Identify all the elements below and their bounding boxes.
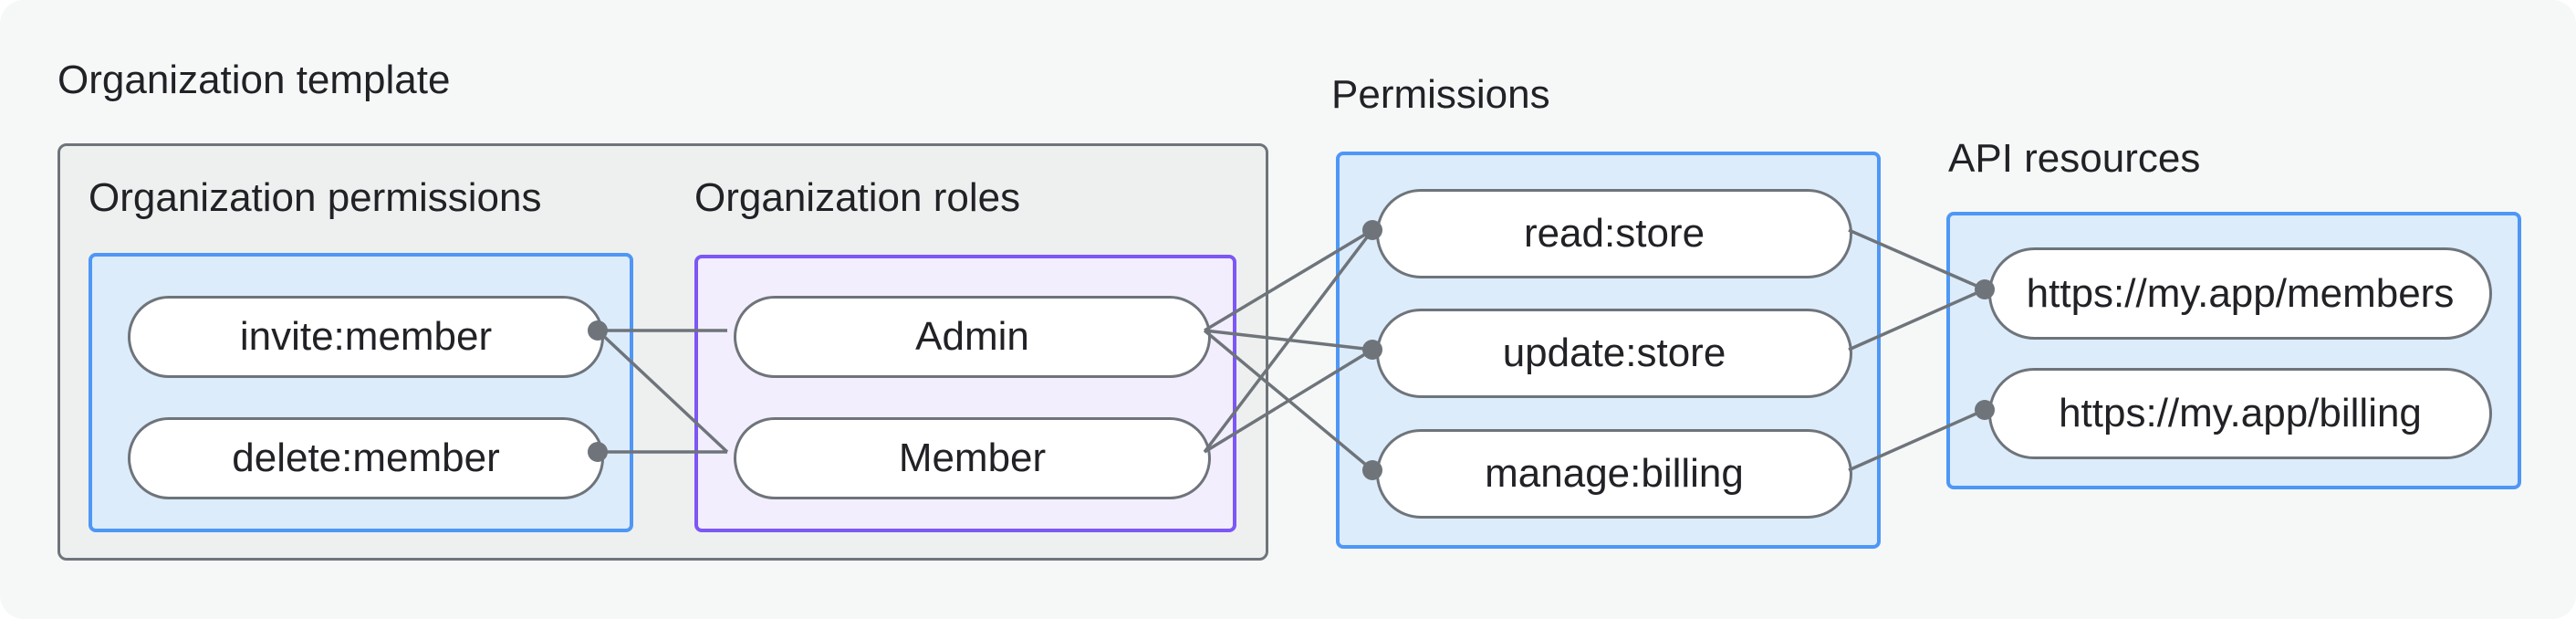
api-resources-heading: API resources	[1948, 136, 2201, 181]
node-manage-billing-label: manage:billing	[1485, 451, 1744, 496]
node-invite-member: invite:member	[128, 296, 604, 378]
connector-dot-manage	[1362, 460, 1382, 480]
permissions-heading: Permissions	[1331, 72, 1550, 117]
node-read-store-label: read:store	[1523, 211, 1705, 256]
node-member: Member	[734, 417, 1211, 499]
node-member-label: Member	[898, 435, 1047, 480]
connector-dot-update	[1362, 340, 1382, 360]
node-update-store-label: update:store	[1502, 330, 1726, 375]
node-api-members: https://my.app/members	[1988, 247, 2492, 340]
connector-dot-members	[1975, 279, 1995, 299]
organization-template-container: Organization permissions Organization ro…	[57, 143, 1268, 561]
node-update-store: update:store	[1376, 309, 1852, 398]
connector-dot-billing	[1975, 400, 1995, 420]
node-delete-member-label: delete:member	[232, 435, 500, 480]
node-manage-billing: manage:billing	[1376, 429, 1852, 519]
node-api-billing-label: https://my.app/billing	[2059, 391, 2422, 435]
organization-roles-panel: Admin Member	[694, 255, 1236, 532]
organization-permissions-heading: Organization permissions	[89, 175, 542, 220]
organization-roles-heading: Organization roles	[694, 175, 1021, 220]
connector-dot-delete	[588, 442, 608, 462]
node-api-members-label: https://my.app/members	[2026, 270, 2455, 316]
organization-permissions-panel: invite:member delete:member	[89, 253, 633, 532]
connector-dot-invite	[588, 320, 608, 341]
node-read-store: read:store	[1376, 189, 1852, 278]
node-delete-member: delete:member	[128, 417, 604, 499]
permissions-panel: read:store update:store manage:billing	[1336, 152, 1881, 549]
node-admin: Admin	[734, 296, 1211, 378]
api-resources-panel: https://my.app/members https://my.app/bi…	[1946, 212, 2521, 489]
connector-dot-read	[1362, 220, 1382, 240]
node-api-billing: https://my.app/billing	[1988, 368, 2492, 459]
node-invite-member-label: invite:member	[239, 314, 493, 359]
node-admin-label: Admin	[915, 314, 1029, 359]
organization-template-title: Organization template	[57, 58, 451, 102]
